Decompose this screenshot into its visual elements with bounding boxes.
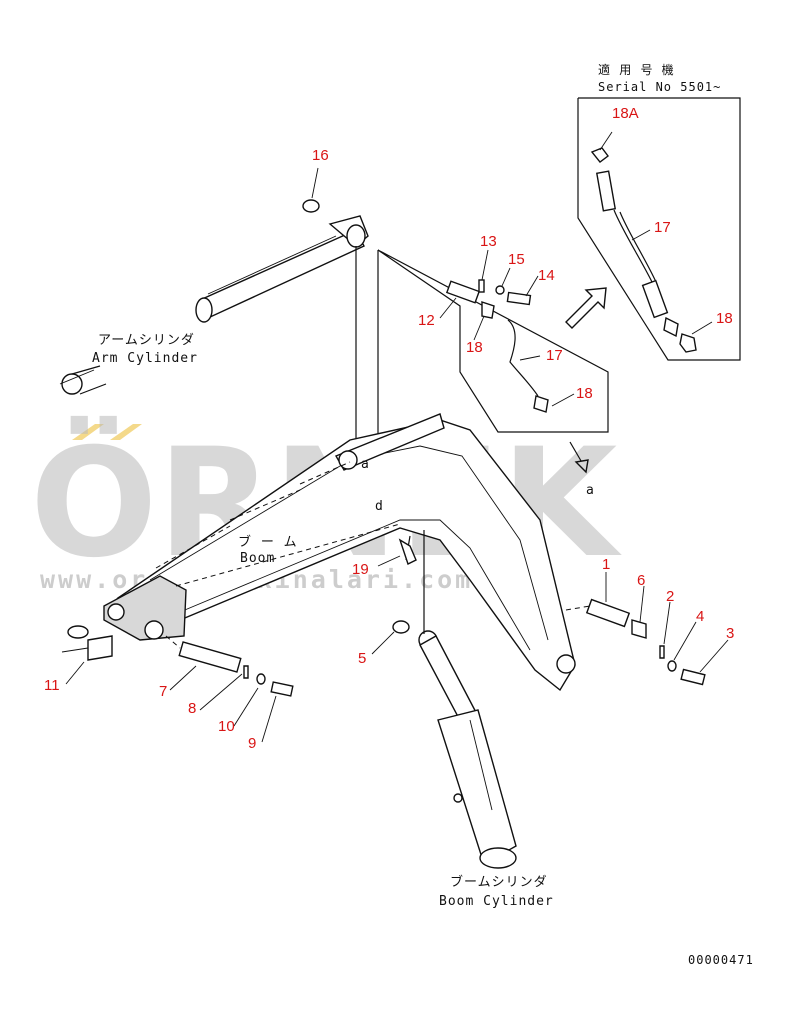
callout-18-inset: 18 [716, 310, 733, 327]
arm-cylinder-label-jp: アームシリンダ [98, 333, 195, 348]
drawing-number: 00000471 [688, 953, 754, 967]
watermark-accent-right [110, 424, 142, 440]
callout-9: 9 [248, 735, 256, 752]
callout-17-inset: 17 [654, 219, 671, 236]
callout-17-detail: 17 [546, 347, 563, 364]
serial-inset: 適 用 号 機 Serial No 5501~ [577, 62, 741, 361]
callout-4: 4 [696, 608, 704, 625]
boom-cylinder-label-jp: ブームシリンダ [450, 874, 548, 890]
callout-8: 8 [188, 700, 196, 717]
callout-16: 16 [312, 147, 329, 164]
boom-foot-right-parts [565, 598, 706, 686]
callout-14: 14 [538, 267, 555, 284]
callout-6: 6 [637, 572, 645, 589]
boom-cylinder-label-en: Boom Cylinder [439, 894, 554, 909]
callouts: 18A 17 18 16 13 15 14 12 18 17 18 19 5 1… [44, 105, 734, 752]
watermark-accent-left [72, 424, 104, 440]
boom-cylinder [418, 630, 517, 869]
callout-15: 15 [508, 251, 525, 268]
leader-lines [65, 131, 729, 743]
callout-10: 10 [218, 718, 235, 735]
callout-18a: 18A [612, 105, 639, 122]
section-mark-d: d [375, 499, 384, 514]
boom-label-jp: ブ ー ム [238, 534, 298, 550]
arm-cylinder [61, 199, 369, 395]
section-mark-a-boom: a [361, 457, 370, 472]
boom-foot-parts [61, 625, 294, 697]
inset-applicable-label: 適 用 号 機 [598, 62, 675, 77]
callout-12: 12 [418, 312, 435, 329]
callout-18-detail-bottom: 18 [576, 385, 593, 402]
direction-arrow [565, 287, 607, 329]
callout-7: 7 [159, 683, 167, 700]
callout-19: 19 [352, 561, 369, 578]
inset-serial-label: Serial No 5501~ [598, 80, 721, 94]
section-mark-a-main: a [586, 483, 595, 498]
boom [103, 413, 576, 692]
callout-2: 2 [666, 588, 674, 605]
washer-part-5 [392, 620, 410, 634]
detail-box [377, 249, 609, 470]
callout-11: 11 [44, 677, 60, 694]
callout-3: 3 [726, 625, 734, 642]
callout-18-detail-top: 18 [466, 339, 483, 356]
callout-1: 1 [602, 556, 610, 573]
callout-5: 5 [358, 650, 366, 667]
boom-label-en: Boom [240, 551, 275, 566]
callout-13: 13 [480, 233, 497, 250]
arm-cylinder-label-en: Arm Cylinder [92, 351, 198, 366]
